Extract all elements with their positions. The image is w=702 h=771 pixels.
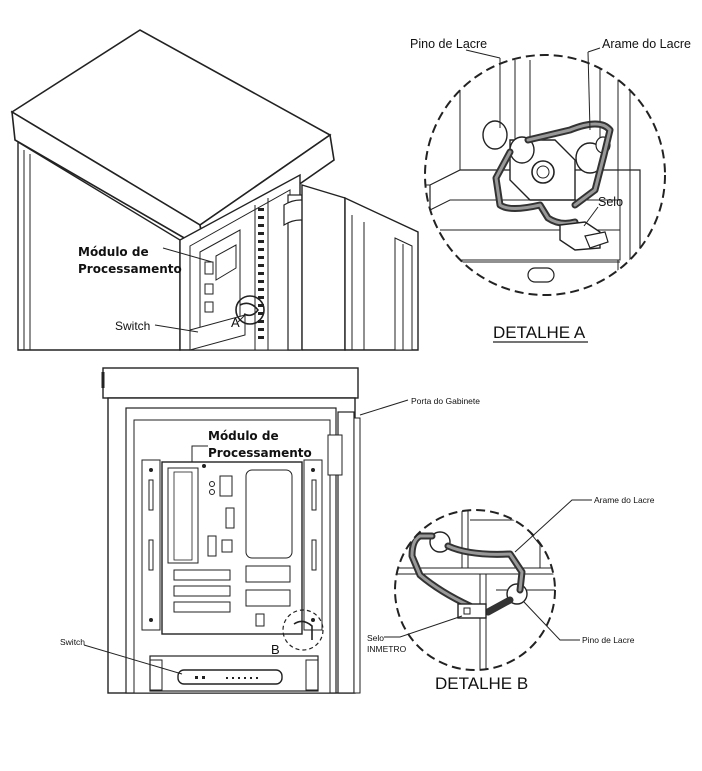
detail-a-title: DETALHE A [493,323,586,342]
detail-a-pino-label: Pino de Lacre [410,37,487,51]
detail-b [384,499,592,671]
bottom-porta-label: Porta do Gabinete [411,396,480,406]
perforated-rail [254,198,269,350]
top-modulo-label-line1: Módulo de [78,245,149,259]
bottom-modulo-label-line2: Processamento [208,446,312,460]
cabinet-front [83,367,409,694]
detail-b-selo-label-line1: Selo [367,633,384,643]
cabinet-isometric [10,29,419,351]
bottom-modulo-label-line1: Módulo de [208,429,279,443]
detail-b-pino-label: Pino de Lacre [582,635,635,645]
detail-b-selo-label-line2: INMETRO [367,644,407,654]
bottom-marker-b: B [271,642,280,657]
top-modulo-label-line2: Processamento [78,262,182,276]
detail-a-arame-label: Arame do Lacre [602,37,691,51]
bottom-switch-label: Switch [60,637,85,647]
detail-b-arame-label: Arame do Lacre [594,495,655,505]
top-marker-a: A [231,315,240,330]
detail-a [424,47,666,296]
top-switch-label: Switch [115,319,150,333]
detail-b-title: DETALHE B [435,674,528,693]
detail-a-selo-label: Selo [598,195,623,209]
